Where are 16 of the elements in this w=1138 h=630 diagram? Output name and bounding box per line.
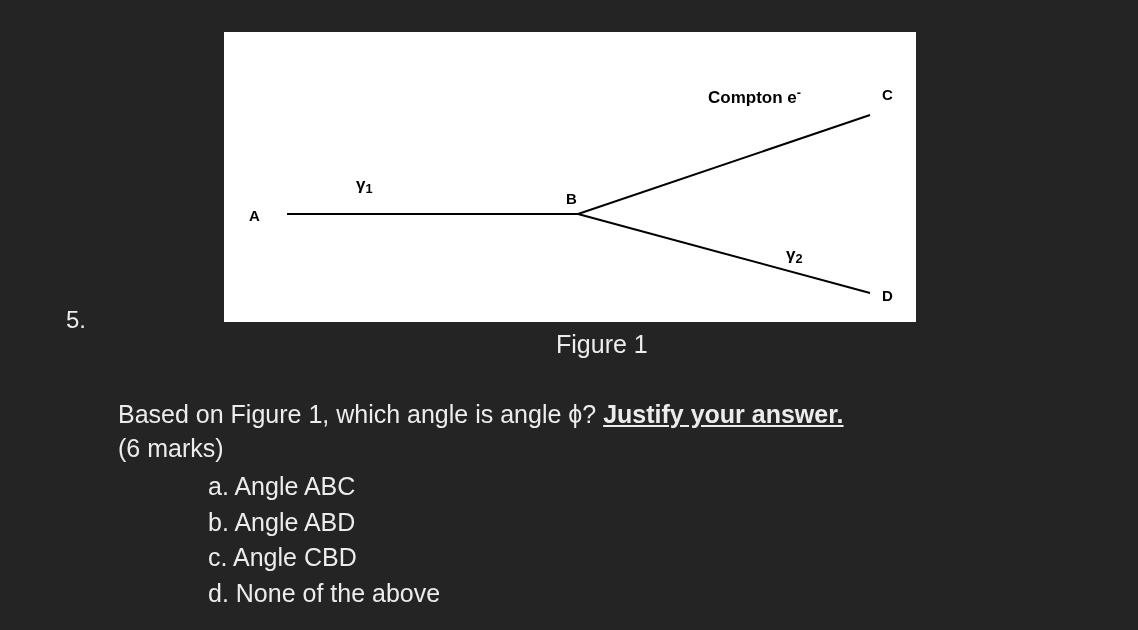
point-label: D	[882, 288, 893, 303]
edge-label: Compton e$^{-}$	[706, 89, 804, 106]
figure-caption: Figure 1	[556, 329, 648, 360]
point-label: C	[882, 87, 893, 102]
question-number: 5.	[66, 305, 86, 335]
answer-option: b. Angle ABD	[208, 503, 356, 541]
question-text: Based on Figure 1, which angle is angle ϕ? Justify your answer.	[118, 399, 844, 430]
answer-option: d. None of the above	[208, 574, 441, 612]
point-label: A	[249, 208, 260, 223]
answer-option: a. Angle ABC	[208, 468, 356, 506]
line	[577, 114, 871, 215]
answer-option: c. Angle CBD	[208, 539, 357, 577]
marks-note: (6 marks)	[118, 433, 224, 464]
line	[577, 213, 871, 294]
line	[286, 213, 579, 215]
point-label: B	[566, 191, 577, 206]
